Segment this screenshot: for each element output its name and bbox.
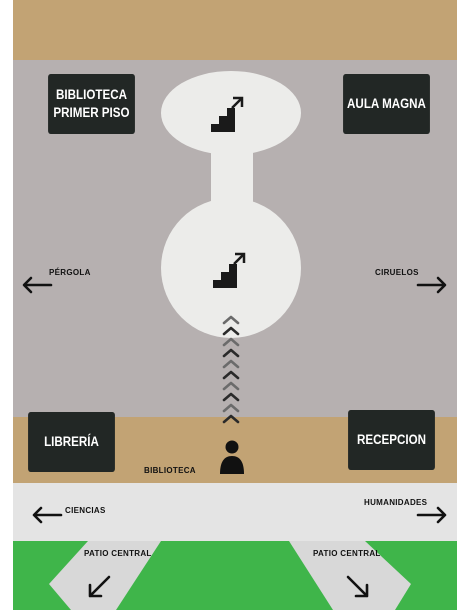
chevron-up-icon xyxy=(222,337,240,347)
arrow-right-icon[interactable] xyxy=(416,276,448,294)
room-aula-magna-label: AULA MAGNA xyxy=(347,96,426,111)
main-corridor xyxy=(13,483,457,541)
chevron-up-icon xyxy=(222,315,240,325)
chevron-up-icon xyxy=(222,392,240,402)
label-pergola: PÉRGOLA xyxy=(49,268,91,277)
room-recepcion[interactable]: RECEPCION xyxy=(348,410,435,470)
label-ciruelos: CIRUELOS xyxy=(375,268,419,277)
room-biblioteca-primer-piso-line1: BIBLIOTECA xyxy=(56,87,127,102)
arrow-right-icon[interactable] xyxy=(416,506,448,524)
person-icon xyxy=(220,440,244,474)
room-libreria[interactable]: LIBRERÍA xyxy=(28,412,115,472)
chevron-up-icon xyxy=(222,403,240,413)
chevron-up-icon xyxy=(222,370,240,380)
label-humanidades: HUMANIDADES xyxy=(364,498,428,507)
chevron-up-icon xyxy=(222,414,240,424)
arrow-down-right-icon[interactable] xyxy=(345,574,371,600)
room-aula-magna[interactable]: AULA MAGNA xyxy=(343,74,430,134)
room-biblioteca-primer-piso[interactable]: BIBLIOTECA PRIMER PISO xyxy=(48,74,135,134)
label-biblioteca: BIBLIOTECA xyxy=(144,466,196,475)
walkway-right xyxy=(289,541,411,610)
campus-map: BIBLIOTECA PRIMER PISO AULA MAGNA LIBRER… xyxy=(13,0,457,610)
room-biblioteca-primer-piso-line2: PRIMER PISO xyxy=(53,105,130,120)
chevron-up-icon xyxy=(222,348,240,358)
arrow-down-left-icon[interactable] xyxy=(86,574,112,600)
route-chevrons xyxy=(222,315,240,424)
label-patio-central-right: PATIO CENTRAL xyxy=(313,549,381,558)
chevron-up-icon xyxy=(222,381,240,391)
label-patio-central-left: PATIO CENTRAL xyxy=(84,549,152,558)
room-libreria-label: LIBRERÍA xyxy=(44,434,99,449)
chevron-up-icon xyxy=(222,359,240,369)
chevron-up-icon xyxy=(222,326,240,336)
arrow-left-icon[interactable] xyxy=(31,506,63,524)
arrow-left-icon[interactable] xyxy=(21,276,53,294)
label-ciencias: CIENCIAS xyxy=(65,506,106,515)
room-recepcion-label: RECEPCION xyxy=(356,432,427,447)
walkway-shapes xyxy=(49,71,411,610)
walkway-left xyxy=(49,541,161,610)
stairs-up-icon[interactable] xyxy=(211,252,249,290)
stairs-up-icon[interactable] xyxy=(209,96,247,134)
top-wood-band xyxy=(13,0,457,60)
